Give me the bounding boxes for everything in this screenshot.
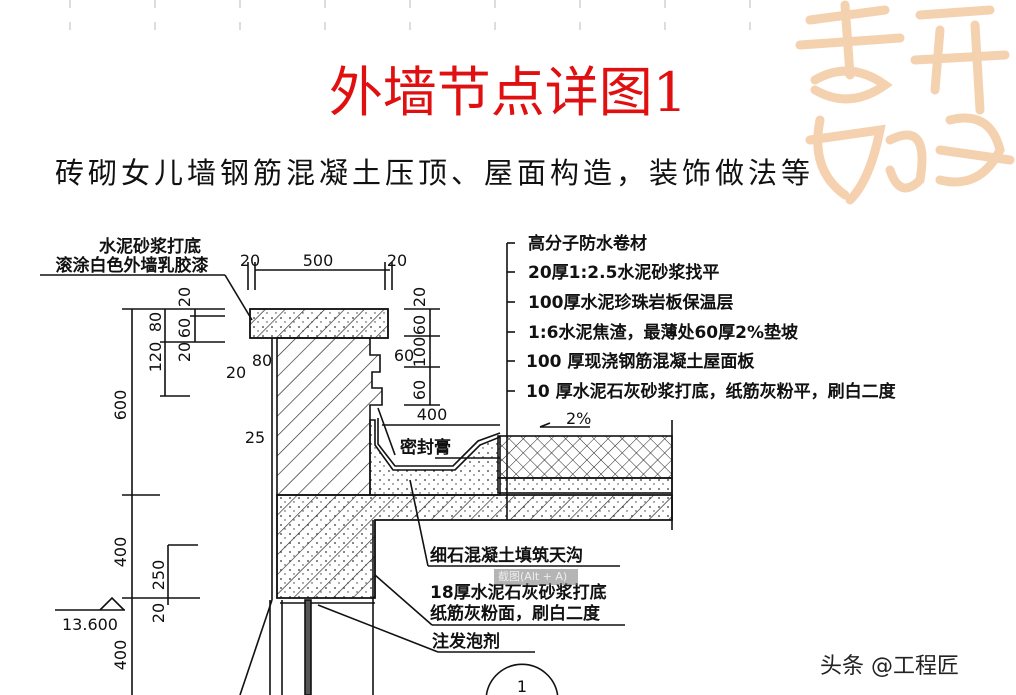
dim-label: 60 (410, 380, 429, 400)
dim-label: 600 (111, 390, 130, 421)
dim-label: 25 (245, 428, 265, 447)
slope-label: 2% (566, 409, 591, 428)
screenshot-tooltip: 截图(Alt + A) (494, 569, 578, 585)
foam-joint (304, 599, 312, 695)
dim-label: 500 (303, 251, 334, 270)
plaster-label: 纸筋灰粉面，刷白二度 (430, 603, 601, 624)
elevation-label: 13.600 (62, 615, 118, 634)
dim-label: 20 (175, 342, 194, 362)
detail-number-circle (485, 663, 559, 695)
dim-label: 100 (410, 337, 429, 368)
detail-number: 1 (517, 677, 527, 695)
dim-label: 20 (410, 287, 429, 307)
dim-label: 20 (149, 603, 168, 623)
foam-label: 注发泡剂 (432, 631, 500, 652)
page-title: 外墙节点详图1 (328, 61, 688, 124)
layer-label: 100 厚现浇钢筋混凝土屋面板 (526, 351, 755, 372)
insulation-layer (497, 435, 673, 479)
sealant-label: 密封膏 (400, 437, 451, 458)
auspicious-logo (795, 0, 1015, 205)
dim-label: 400 (111, 537, 130, 568)
plaster-label: 18厚水泥石灰砂浆打底 (430, 582, 607, 603)
layer-label: 10 厚水泥石灰砂浆打底，纸筋灰粉平，刷白二度 (526, 381, 897, 402)
parapet-wall (276, 337, 383, 496)
dim-label: 400 (111, 640, 130, 671)
left-label: 水泥砂浆打底 (99, 236, 201, 257)
dim-label: 400 (417, 405, 448, 424)
layer-label: 100厚水泥珍珠岩板保温层 (528, 292, 734, 313)
dim-label: 20 (240, 251, 260, 270)
guide-lines (69, 0, 751, 40)
dim-label: 120 (146, 342, 165, 373)
gutter-label: 细石混凝土填筑天沟 (430, 545, 583, 566)
layer-label: 1:6水泥焦渣，最薄处60厚2%垫坡 (528, 322, 798, 343)
layer-label: 高分子防水卷材 (528, 233, 647, 254)
dim-label: 60 (410, 315, 429, 335)
layer-label: 20厚1:2.5水泥砂浆找平 (528, 262, 719, 283)
dim-label: 80 (252, 351, 272, 370)
dim-label: 20 (175, 287, 194, 307)
dim-label: 80 (146, 312, 165, 332)
watermark: 头条 @工程匠 (820, 654, 959, 679)
dim-label: 60 (394, 346, 414, 365)
page-subtitle: 砖砌女儿墙钢筋混凝土压顶、屋面构造，装饰做法等 (55, 156, 815, 190)
dim-label: 250 (149, 560, 168, 591)
dim-label: 20 (387, 251, 407, 270)
dim-label: 60 (175, 318, 194, 338)
left-label: 滚涂白色外墙乳胶漆 (56, 255, 209, 276)
dim-label: 20 (226, 363, 246, 382)
